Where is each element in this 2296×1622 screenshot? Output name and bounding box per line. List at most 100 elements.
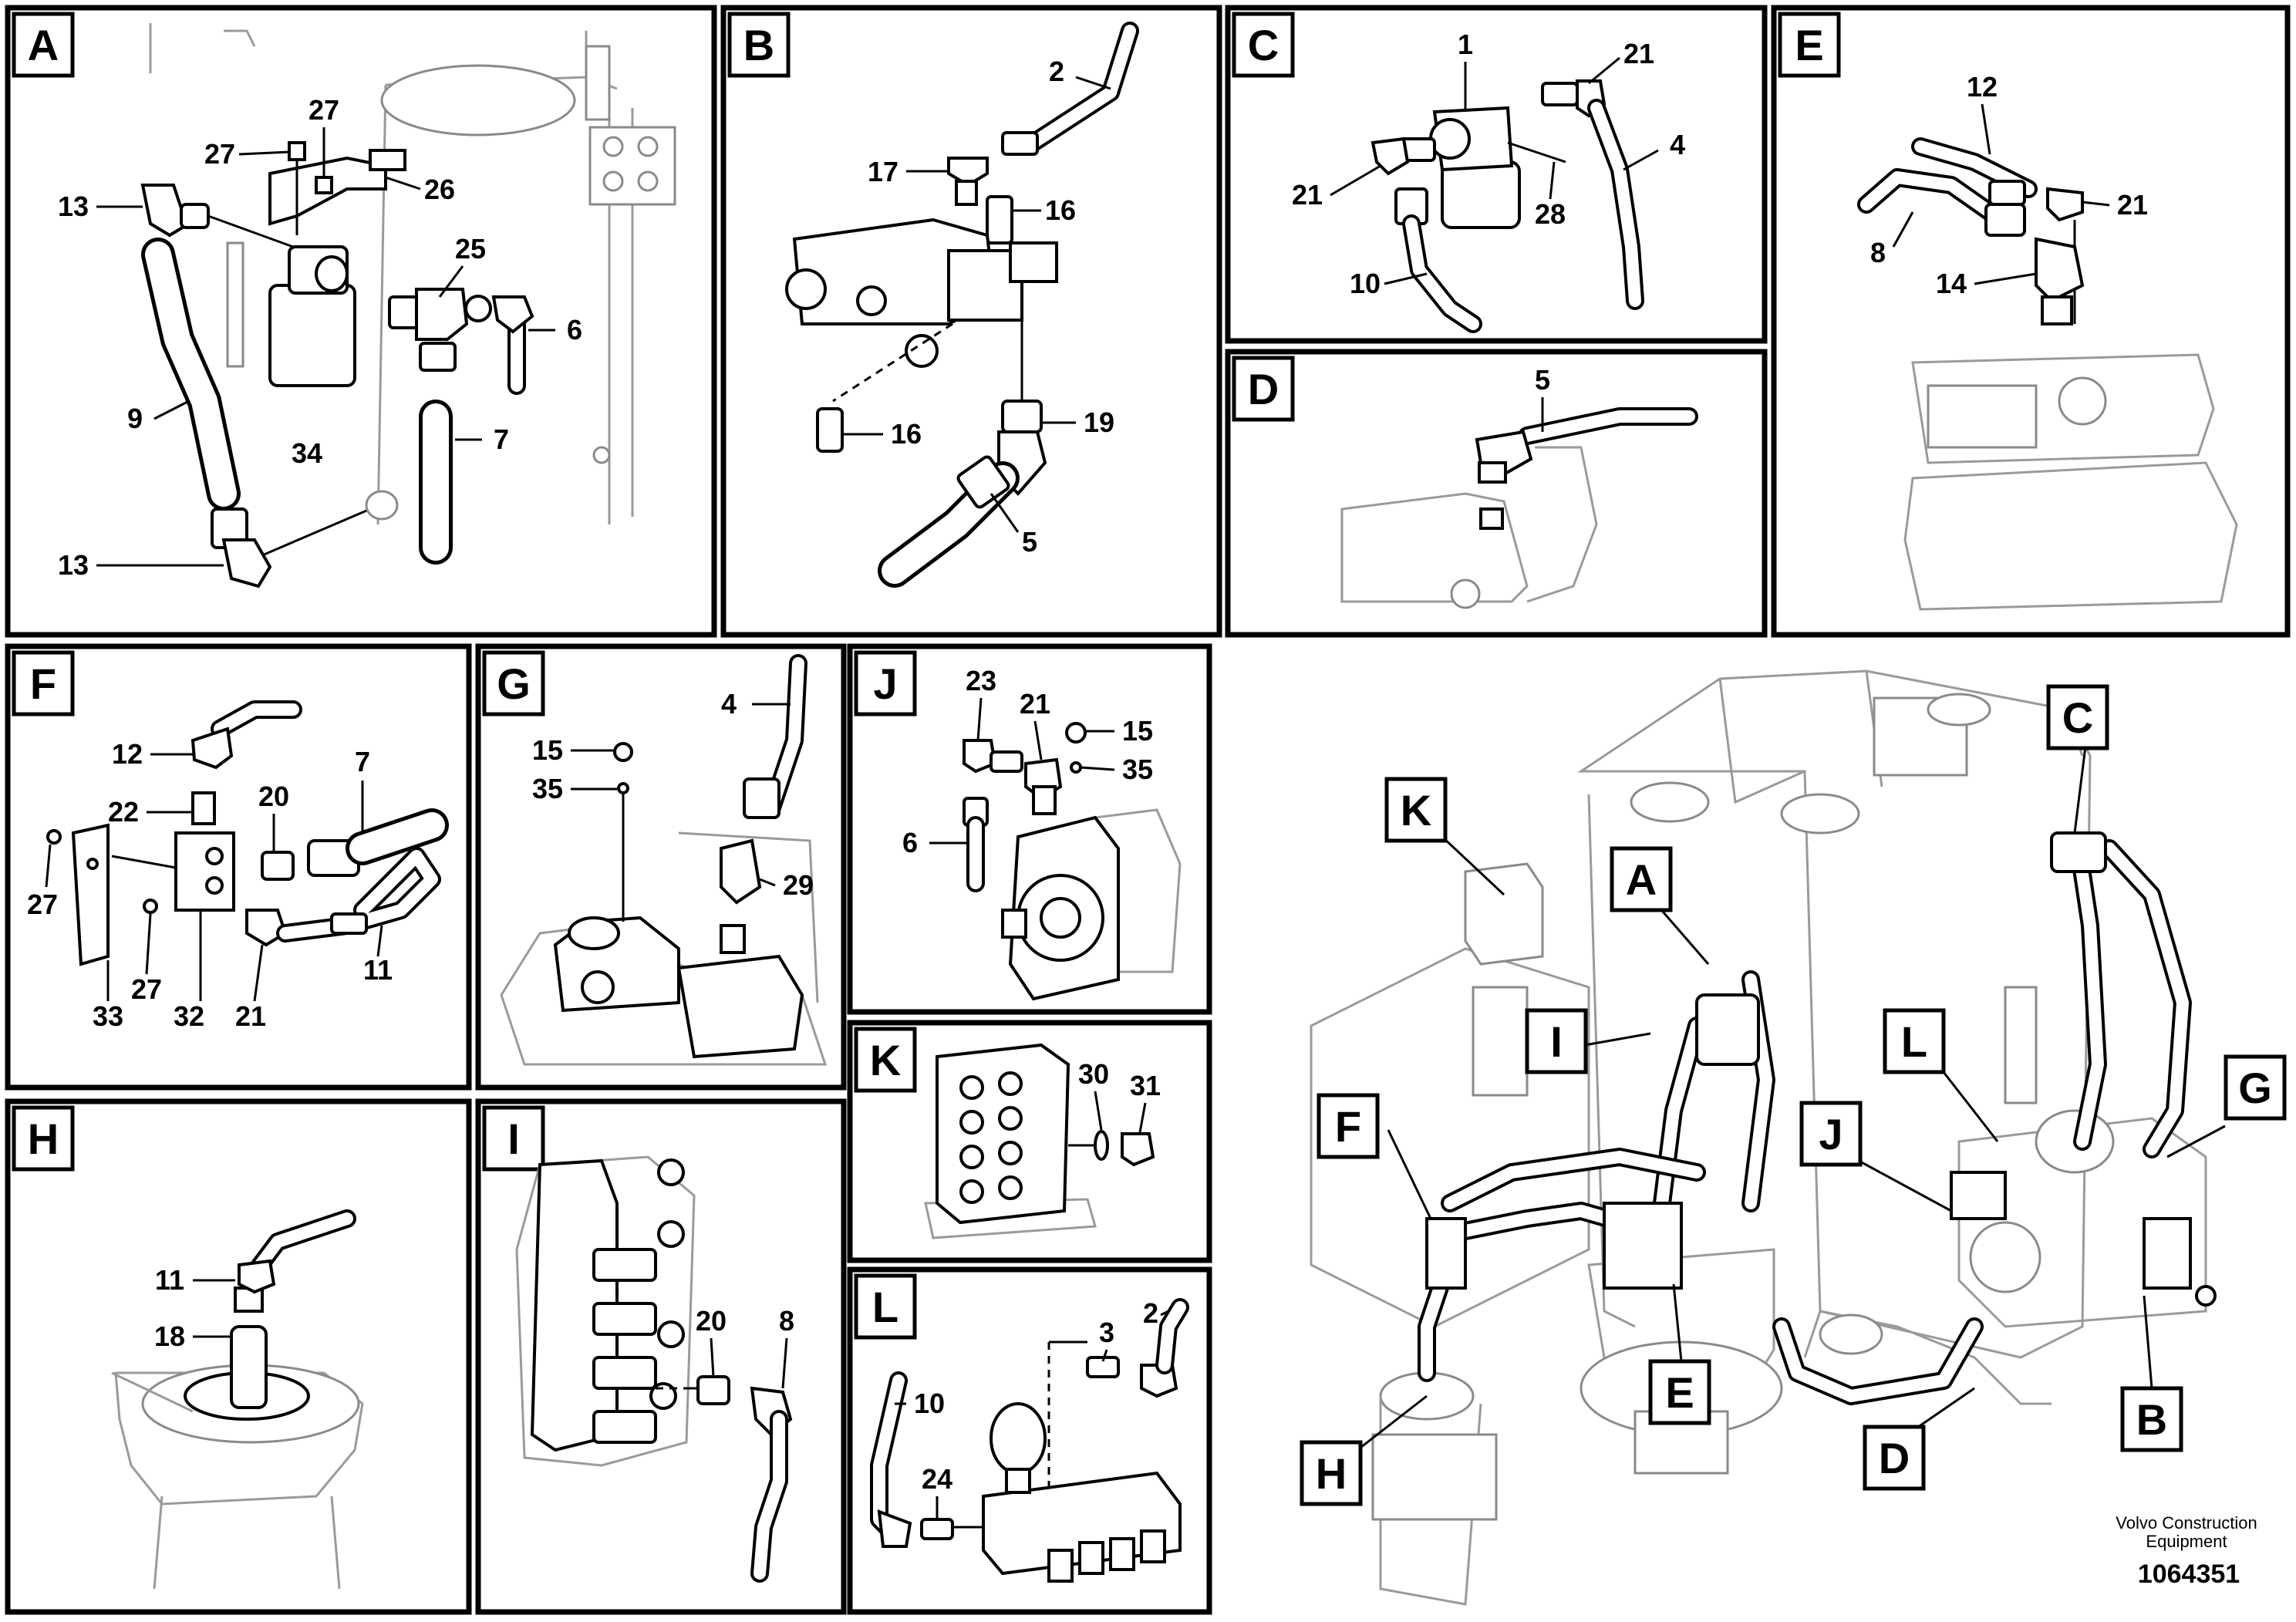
view-letter: F <box>30 659 56 708</box>
view-letter: L <box>872 1283 899 1331</box>
panel-f-tag: F <box>12 650 75 717</box>
part-number-label: 6 <box>902 827 918 858</box>
panel-d-drawing: 5 <box>1340 364 1698 609</box>
part-number-label: 12 <box>112 738 143 770</box>
part-number-label: 35 <box>532 773 563 804</box>
part-number-label: 8 <box>1870 237 1886 268</box>
part-number-label: 24 <box>922 1463 952 1495</box>
part-number-label: 23 <box>966 665 996 696</box>
part-number-label: 30 <box>1078 1058 1109 1090</box>
view-letter: E <box>1665 1368 1694 1417</box>
panel-d-frame <box>1225 349 1768 638</box>
overview-callout-l: L <box>1883 1008 1999 1142</box>
drawing-number: 1064351 <box>2138 1560 2240 1589</box>
view-letter: L <box>1901 1017 1927 1066</box>
panel-b-tag: B <box>727 12 791 78</box>
overview-callout-i: I <box>1525 1008 1651 1074</box>
part-number-label: 21 <box>235 1000 266 1032</box>
part-number-label: 11 <box>363 954 393 986</box>
panel-c-drawing: 1 21 21 28 4 10 <box>1292 29 1685 333</box>
part-number-label: 4 <box>721 688 737 720</box>
panel-j-tag: J <box>854 650 917 717</box>
part-number-label: 25 <box>455 233 486 265</box>
view-letter: J <box>1819 1110 1843 1158</box>
overview-callout-j: J <box>1799 1101 1952 1212</box>
view-letter: F <box>1335 1102 1361 1151</box>
panel-k-tag: K <box>854 1027 917 1093</box>
part-number-label: 21 <box>2117 189 2148 221</box>
panel-f-drawing: 12 7 22 20 27 27 11 33 32 21 <box>27 700 449 1032</box>
part-number-label: 1 <box>1458 29 1473 60</box>
panel-c-tag: C <box>1232 12 1295 78</box>
panel-d-tag: D <box>1232 356 1295 422</box>
overview-callout-a: A <box>1610 846 1710 965</box>
panel-i-tag: I <box>482 1105 545 1172</box>
overview-callout-h: H <box>1300 1394 1428 1506</box>
panel-h-tag: H <box>12 1105 75 1172</box>
view-letter: D <box>1248 365 1279 413</box>
company-name-line2: Equipment <box>2146 1532 2227 1551</box>
part-number-label: 12 <box>1967 71 1998 103</box>
panel-l-tag: L <box>854 1273 917 1340</box>
panel-i-drawing: 20 8 <box>515 1155 794 1583</box>
part-number-label: 35 <box>1122 754 1153 785</box>
panel-e-drawing: 12 21 8 14 <box>1857 71 2238 611</box>
panel-l-drawing: 2 3 10 24 <box>870 1297 1189 1583</box>
panel-h-drawing: 11 18 <box>111 1209 364 1590</box>
view-letter: K <box>870 1036 901 1084</box>
part-number-label: 21 <box>1623 38 1654 69</box>
company-name-line1: Volvo Construction <box>2116 1513 2257 1533</box>
part-number-label: 33 <box>93 1000 123 1032</box>
part-number-label: 2 <box>1143 1297 1158 1329</box>
view-letter: G <box>497 659 531 708</box>
part-number-label: 21 <box>1020 688 1050 720</box>
part-number-label: 11 <box>155 1264 184 1296</box>
part-number-label: 15 <box>1122 715 1153 747</box>
part-number-label: 20 <box>258 781 289 812</box>
part-number-label: 32 <box>174 1000 204 1032</box>
view-letter: E <box>1795 21 1823 69</box>
part-number-label: 9 <box>127 403 143 434</box>
view-letter: A <box>1626 855 1657 904</box>
part-number-label: 14 <box>1936 268 1967 299</box>
part-number-label: 2 <box>1049 56 1064 87</box>
part-number-label: 28 <box>1535 198 1566 230</box>
part-number-label: 7 <box>494 423 509 455</box>
part-number-label: 20 <box>696 1305 727 1337</box>
view-letter: J <box>873 659 897 708</box>
view-letter: B <box>743 21 774 69</box>
view-letter: I <box>507 1114 520 1163</box>
panel-a-drawing: 27 27 13 26 25 6 9 34 7 13 <box>58 23 676 588</box>
view-letter: D <box>1879 1434 1910 1482</box>
panel-k-drawing: 30 31 <box>924 1043 1161 1239</box>
overview-callout-e: E <box>1648 1283 1711 1425</box>
part-number-label: 27 <box>204 138 235 170</box>
part-number-label: 16 <box>891 418 922 450</box>
part-number-label: 27 <box>131 973 162 1005</box>
part-number-label: 21 <box>1292 179 1323 211</box>
panel-g-drawing: 4 15 35 29 <box>500 654 828 1066</box>
part-number-label: 27 <box>27 889 58 920</box>
part-number-label: 22 <box>108 796 139 828</box>
panel-a-tag: A <box>12 12 75 78</box>
part-number-label: 5 <box>1535 364 1550 396</box>
view-letter: G <box>2238 1064 2272 1112</box>
part-number-label: 8 <box>779 1305 794 1337</box>
part-number-label: 18 <box>154 1320 185 1352</box>
part-number-label: 15 <box>532 734 563 766</box>
part-number-label: 13 <box>58 191 89 222</box>
part-number-label: 16 <box>1045 194 1076 226</box>
part-number-label: 3 <box>1099 1317 1114 1348</box>
part-number-label: 27 <box>308 94 339 126</box>
view-letter: C <box>1248 21 1279 69</box>
overview-callout-b: B <box>2120 1295 2183 1452</box>
part-number-label: 26 <box>424 174 455 205</box>
part-number-label: 4 <box>1670 129 1685 160</box>
part-number-label: 13 <box>58 549 89 581</box>
branding-block: Volvo Construction Equipment 1064351 <box>2116 1513 2257 1589</box>
view-letter: K <box>1401 786 1431 835</box>
overview-callout-g: G <box>2166 1054 2287 1158</box>
panel-e-frame <box>1771 5 2291 638</box>
overview-callout-k: K <box>1384 777 1505 896</box>
